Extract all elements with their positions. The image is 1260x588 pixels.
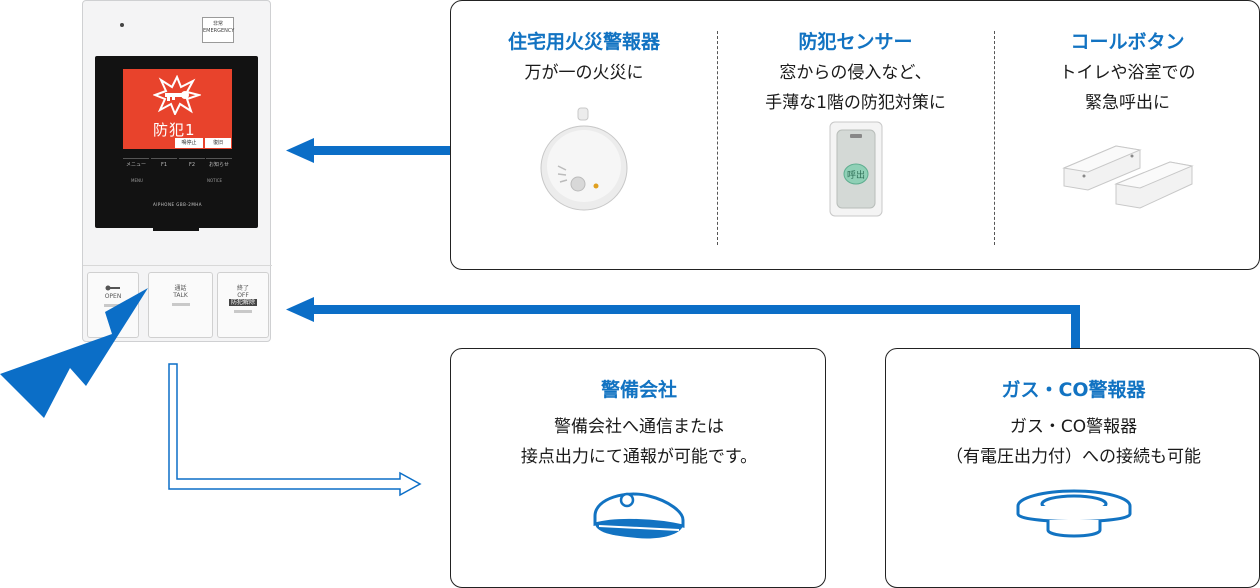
off-sub-label: 防犯解除: [228, 299, 257, 306]
burst-key-icon: [153, 75, 201, 115]
gas-co-title: ガス・CO警報器: [1001, 379, 1146, 401]
call-button-desc-1: トイレや浴室での: [1059, 63, 1196, 83]
fire-alarm-column: 住宅用火災警報器 万が一の火災に: [451, 30, 717, 216]
arrow-gas-vertical: [1071, 305, 1080, 349]
softkey-menu-sub: MENU: [131, 178, 143, 183]
off-label-en: OFF: [237, 292, 249, 299]
gas-co-content: ガス・CO警報器 ガス・CO警報器 （有電圧出力付）への接続も可能: [886, 378, 1260, 548]
open-indicator: [104, 304, 122, 307]
bezel-tab: [153, 226, 199, 231]
security-company-title: 警備会社: [600, 379, 677, 401]
security-company-content: 警備会社 警備会社へ通信または 接点出力にて通報が可能です。: [451, 378, 827, 550]
fire-alarm-title: 住宅用火災警報器: [507, 31, 660, 53]
talk-button[interactable]: 通話 TALK: [148, 272, 213, 338]
call-button-desc-2: 緊急呼出に: [1085, 93, 1170, 113]
softkey-f1[interactable]: F1: [151, 158, 177, 176]
gas-co-desc-2: （有電圧出力付）への接続も可能: [946, 447, 1201, 467]
device-button-row: OPEN 通話 TALK 終了 OFF 防犯解除: [83, 265, 272, 344]
key-icon: [105, 285, 120, 291]
off-button[interactable]: 終了 OFF 防犯解除: [217, 272, 269, 338]
softkey-f2[interactable]: F2: [179, 158, 205, 176]
emergency-label-en: EMERGENCY: [203, 28, 235, 34]
softkey-menu[interactable]: メニュー: [123, 158, 149, 176]
security-company-desc-2: 接点出力にて通報が可能です。: [520, 447, 758, 467]
intercom-monitor: 非常 EMERGENCY 防犯1 鳴停止 復旧 メニュー F1 F2 お知らせ …: [82, 0, 272, 344]
talk-indicator: [171, 303, 190, 306]
arrow-sensors-shaft: [312, 146, 452, 155]
gas-co-desc-1: ガス・CO警報器: [1009, 417, 1138, 437]
off-indicator: [234, 310, 252, 313]
security-company-box: 警備会社 警備会社へ通信または 接点出力にて通報が可能です。: [450, 348, 826, 588]
screen-title: 防犯1: [153, 121, 196, 139]
call-button-column: コールボタン トイレや浴室での 緊急呼出に: [994, 30, 1260, 216]
arrow-gas-head: [286, 297, 314, 322]
softkey-notice-sub: NOTICE: [207, 178, 223, 183]
arrow-sensors-head: [286, 138, 314, 163]
off-label-jp: 終了: [236, 285, 249, 292]
talk-label-en: TALK: [173, 292, 188, 299]
wireless-lightning-icon: [0, 288, 148, 418]
call-button-text: 呼出: [846, 169, 864, 181]
screen-stop-button[interactable]: 鳴停止: [175, 138, 203, 148]
sensors-box: 住宅用火災警報器 万が一の火災に 防犯センサー 窓からの侵入など、 手薄な1階の…: [450, 0, 1260, 270]
divider-2: [994, 31, 995, 245]
gas-co-alarm-icon: [1016, 489, 1131, 538]
guard-cap-icon: [593, 492, 685, 539]
display-screen: 防犯1 鳴停止 復旧: [123, 69, 232, 149]
divider-1: [717, 31, 718, 245]
arrow-gas-shaft: [312, 305, 1080, 314]
call-button-icon: 呼出: [829, 121, 882, 217]
softkey-notice[interactable]: お知らせ: [206, 158, 232, 176]
gas-co-box: ガス・CO警報器 ガス・CO警報器 （有電圧出力付）への接続も可能: [885, 348, 1260, 588]
softkey-row: メニュー F1 F2 お知らせ: [123, 158, 232, 176]
security-sensor-column: 防犯センサー 窓からの侵入など、 手薄な1階の防犯対策に 呼出: [717, 30, 994, 222]
emergency-button[interactable]: 非常 EMERGENCY: [202, 17, 234, 43]
open-label: OPEN: [104, 293, 122, 300]
security-company-desc-1: 警備会社へ通信または: [554, 417, 724, 437]
device-brand: AIPHONE GBB-2MHA: [152, 202, 203, 207]
smoke-detector-icon: [540, 107, 628, 211]
screen-reset-button[interactable]: 復旧: [205, 138, 231, 148]
call-button-title: コールボタン: [1070, 31, 1185, 53]
security-sensor-desc-2: 手薄な1階の防犯対策に: [765, 93, 946, 113]
magnet-sensor-icon: [1061, 145, 1194, 209]
camera-lens: [120, 23, 124, 27]
talk-label-jp: 通話: [174, 285, 187, 292]
arrow-security-outline: [168, 363, 422, 497]
security-sensor-title: 防犯センサー: [798, 31, 913, 53]
emergency-label-jp: 非常: [212, 21, 223, 27]
security-sensor-desc-1: 窓からの侵入など、: [779, 63, 932, 83]
fire-alarm-desc: 万が一の火災に: [524, 63, 644, 83]
